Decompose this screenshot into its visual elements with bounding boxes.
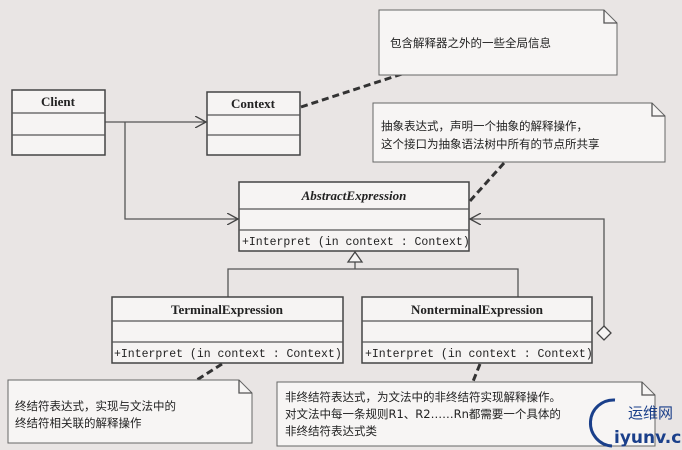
watermark-text: 运维网	[628, 404, 673, 422]
note-link-context	[300, 72, 403, 109]
note-nonterminal: 非终结符表达式，为文法中的非终结符实现解释操作。 对文法中每一条规则R1、R2……	[276, 381, 656, 447]
association-client-abstract	[124, 122, 238, 219]
note-terminal: 终结符表达式，实现与文法中的 终结符相关联的解释操作	[7, 379, 253, 444]
class-client[interactable]: Client	[11, 89, 106, 156]
note-text: 这个接口为抽象语法树中所有的节点所共享	[381, 137, 600, 151]
method: +Interpret (in context : Context)	[242, 236, 470, 249]
watermark-url: iyunv.com	[614, 428, 682, 448]
note-text: 包含解释器之外的一些全局信息	[390, 36, 551, 50]
class-terminal-expression[interactable]: TerminalExpression +Interpret (in contex…	[111, 296, 344, 364]
note-text: 终结符相关联的解释操作	[15, 416, 142, 430]
method: +Interpret (in context : Context)	[365, 348, 593, 361]
watermark-logo: 运维网 iyunv.com	[588, 398, 682, 448]
method: +Interpret (in context : Context)	[114, 348, 342, 361]
class-name: TerminalExpression	[171, 302, 284, 317]
inheritance-triangle-icon	[346, 250, 364, 263]
note-text: 对文法中每一条规则R1、R2……Rn都需要一个具体的	[285, 407, 561, 421]
watermark-arc-icon	[588, 398, 616, 448]
class-name: Client	[41, 94, 76, 109]
note-text: 非终结符表达式类	[285, 424, 377, 438]
note-text: 抽象表达式，声明一个抽象的解释操作，	[381, 119, 588, 133]
class-context[interactable]: Context	[206, 91, 301, 156]
class-name: Context	[231, 96, 276, 111]
class-abstract-expression[interactable]: AbstractExpression +Interpret (in contex…	[238, 181, 470, 252]
aggregation-diamond-icon	[596, 325, 612, 341]
note-link-nonterminal	[470, 363, 482, 385]
inheritance-lines	[227, 250, 519, 297]
note-abstract: 抽象表达式，声明一个抽象的解释操作， 这个接口为抽象语法树中所有的节点所共享	[372, 102, 666, 163]
class-name: AbstractExpression	[301, 188, 407, 203]
note-text: 非终结符表达式，为文法中的非终结符实现解释操作。	[285, 390, 561, 404]
aggregation-nonterminal-abstract	[470, 219, 612, 341]
class-name: NonterminalExpression	[411, 302, 544, 317]
note-link-terminal	[191, 362, 223, 385]
class-nonterminal-expression[interactable]: NonterminalExpression +Interpret (in con…	[361, 296, 593, 364]
note-link-abstract	[468, 161, 506, 203]
note-context: 包含解释器之外的一些全局信息	[378, 9, 618, 76]
note-text: 终结符表达式，实现与文法中的	[15, 399, 176, 413]
